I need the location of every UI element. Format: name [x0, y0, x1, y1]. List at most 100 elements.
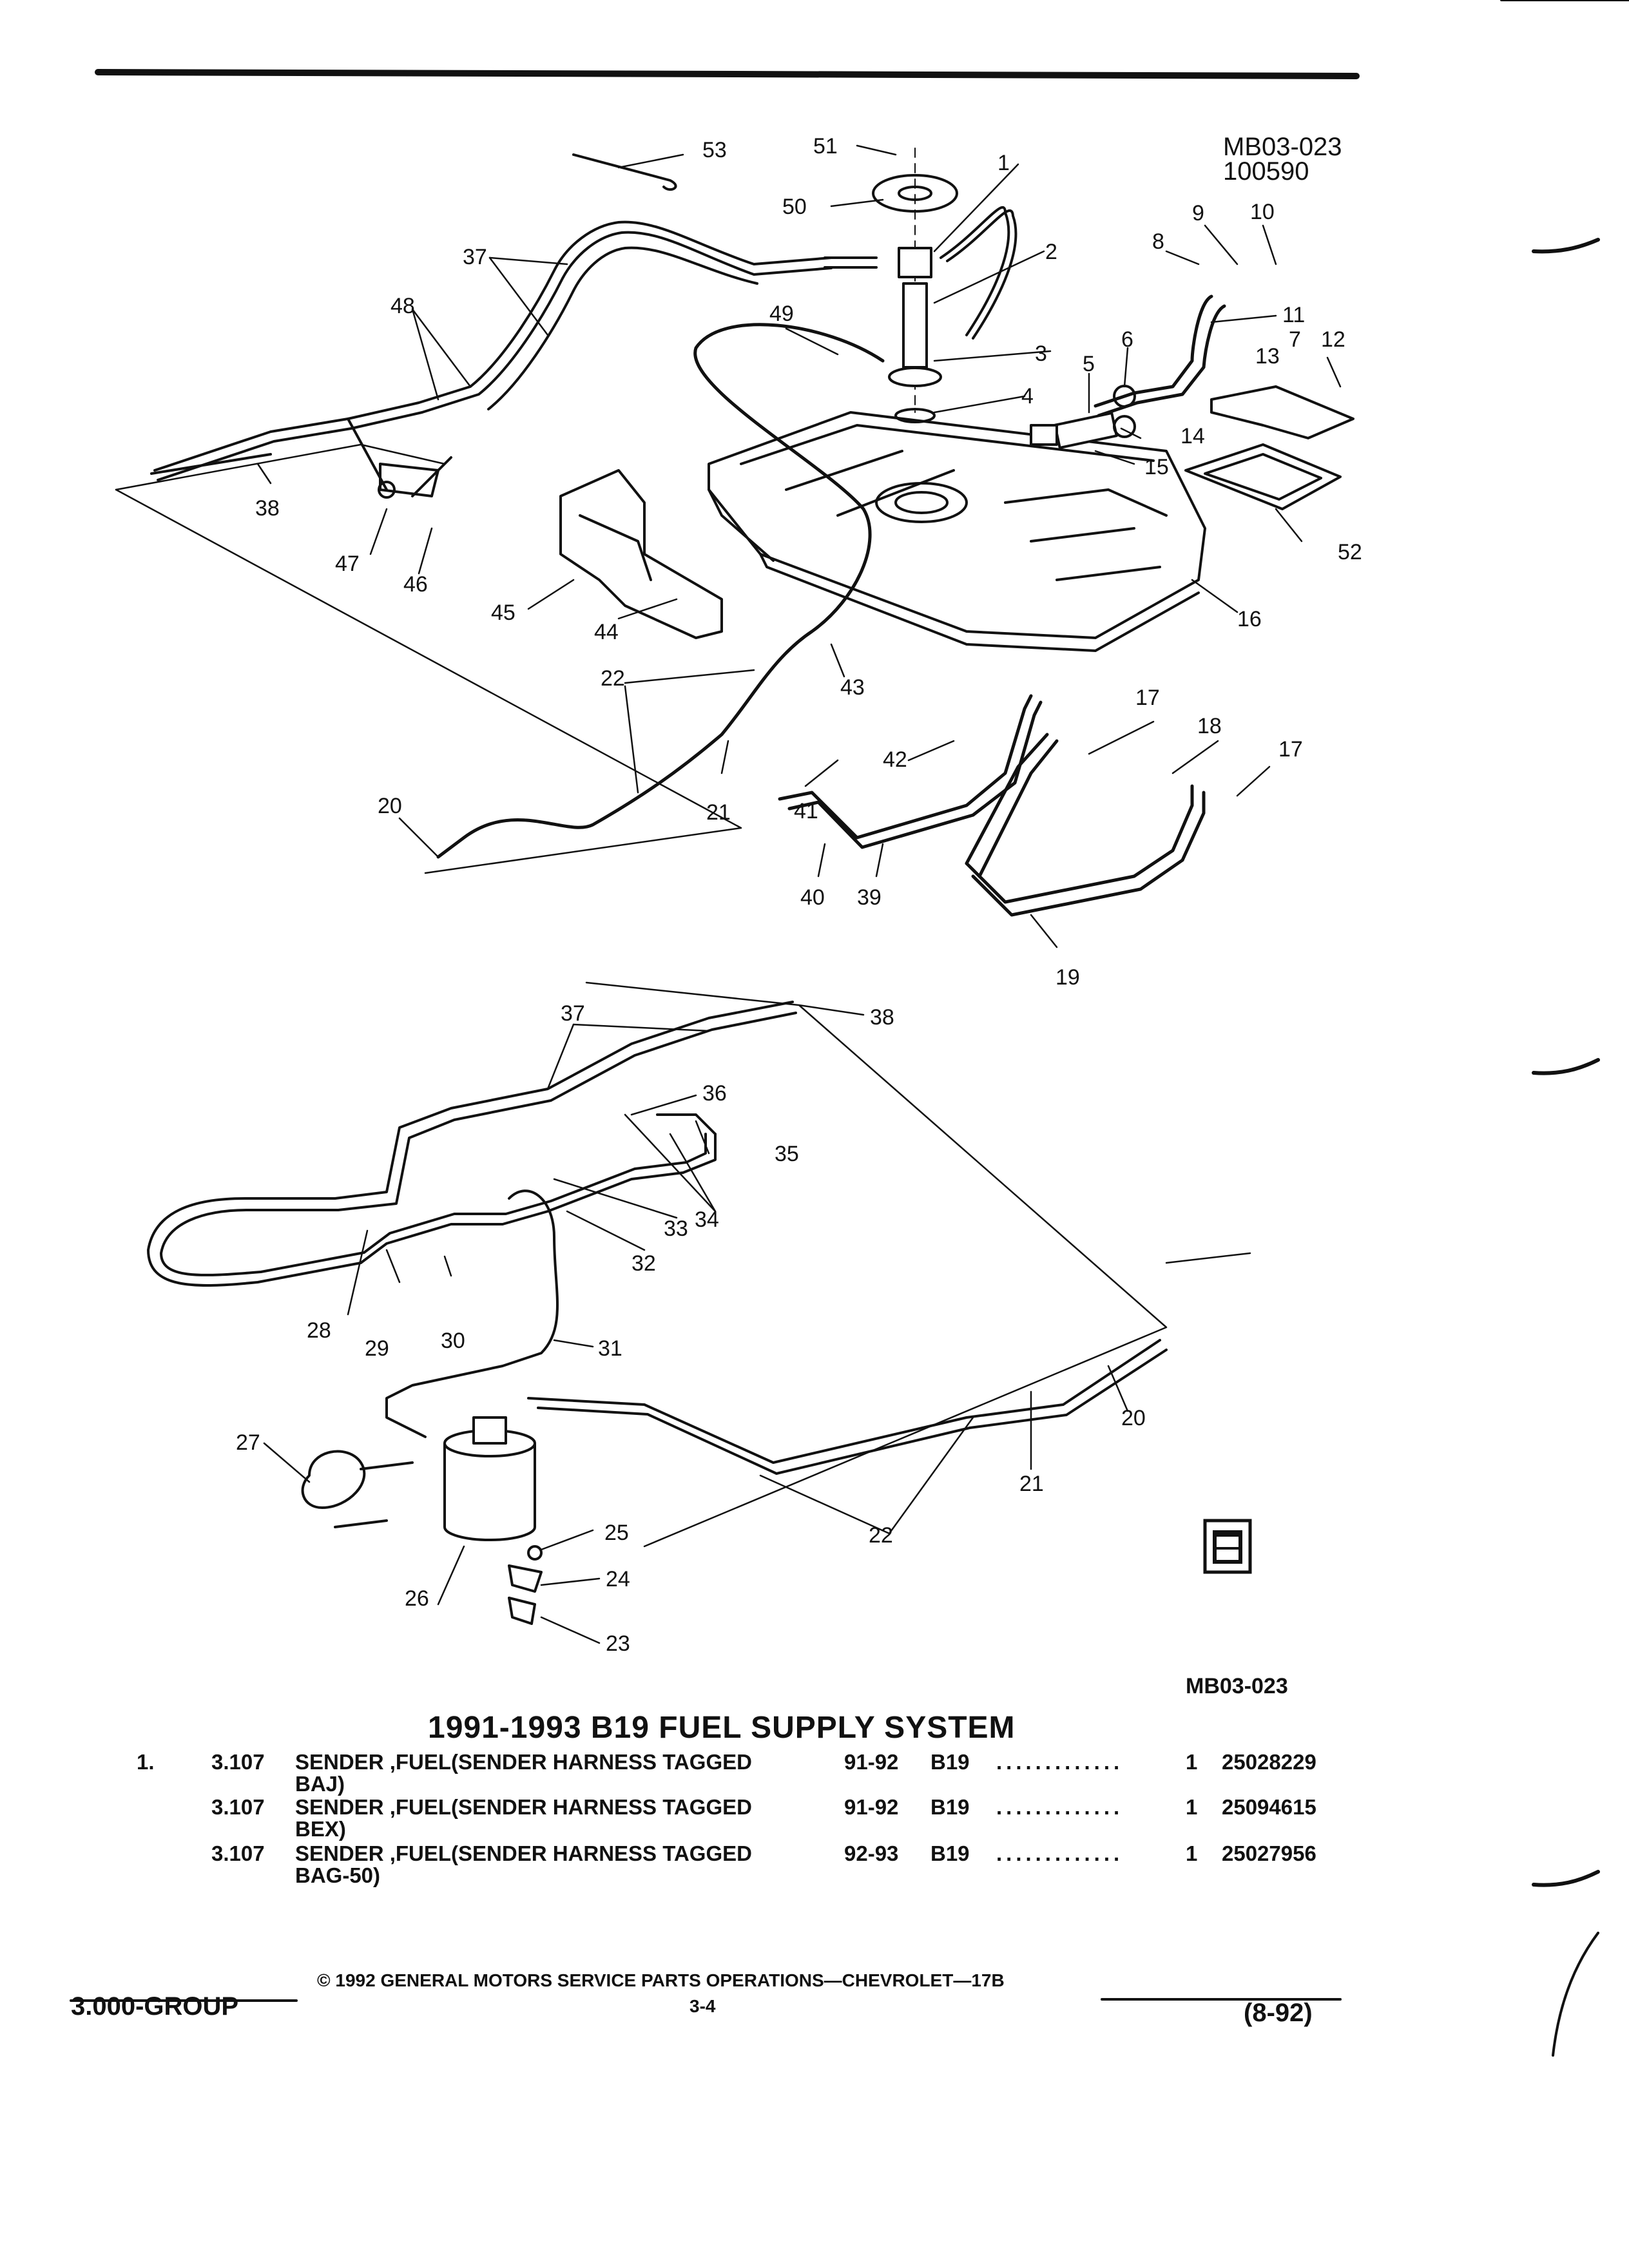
callout-label: 44 — [594, 620, 619, 644]
callout-label: 10 — [1250, 200, 1275, 224]
callout-label: 21 — [1019, 1472, 1044, 1496]
callout-label: 41 — [794, 799, 818, 823]
callout-label: 35 — [775, 1142, 799, 1166]
quantity: 1 — [1186, 1795, 1198, 1819]
heat-shield-44 — [559, 469, 723, 639]
callout-label: 5 — [1083, 352, 1095, 376]
clamp-27 — [301, 1450, 414, 1528]
part-description: SENDER ,FUEL(SENDER HARNESS TAGGED — [295, 1841, 752, 1865]
lower-view-outline — [585, 981, 1168, 1548]
fuel-filter-26 — [443, 1416, 536, 1541]
callout-label: 22 — [869, 1523, 893, 1548]
dot-leader: ............. — [996, 1795, 1124, 1819]
callout-label: 18 — [1197, 714, 1222, 738]
part-description: SENDER ,FUEL(SENDER HARNESS TAGGED — [295, 1795, 752, 1819]
callout-label: 33 — [664, 1216, 688, 1241]
callout-label: 26 — [405, 1586, 429, 1611]
callout-label: 9 — [1192, 201, 1204, 226]
ref-number: 3.107 — [211, 1795, 265, 1819]
fuel-sender-assembly — [824, 148, 1017, 423]
years: 91-92 — [844, 1795, 899, 1819]
parts-row: 1. 3.107 SENDER ,FUEL(SENDER HARNESS TAG… — [0, 1751, 1629, 1796]
callout-label: 16 — [1237, 607, 1262, 631]
section-title: 1991-1993 B19 FUEL SUPPLY SYSTEM — [428, 1711, 1016, 1745]
years: 91-92 — [844, 1750, 899, 1774]
quantity: 1 — [1186, 1841, 1198, 1865]
bracket-52 — [1184, 443, 1342, 510]
callout-label: 13 — [1255, 344, 1280, 369]
part-number: 25027956 — [1222, 1841, 1316, 1865]
callout-label: 4 — [1021, 384, 1034, 408]
ref-number: 3.107 — [211, 1841, 265, 1865]
callout-label: 38 — [255, 496, 280, 521]
revision-date: (8-92) — [1244, 1999, 1313, 2027]
model: B19 — [930, 1750, 970, 1774]
part-number: 25028229 — [1222, 1750, 1316, 1774]
upper-fuel-lines — [150, 220, 833, 481]
item-number: 1. — [137, 1750, 155, 1774]
callout-label: 20 — [1121, 1406, 1146, 1430]
lower-fuel-lines — [147, 1001, 1168, 1475]
callout-label: 42 — [883, 747, 907, 772]
callout-label: 11 — [1282, 303, 1306, 327]
parts-row: 3.107 SENDER ,FUEL(SENDER HARNESS TAGGED… — [0, 1796, 1629, 1841]
callout-label: 47 — [335, 552, 360, 576]
callout-label: 50 — [782, 195, 807, 219]
tank-strap-19 — [965, 733, 1206, 917]
callout-label: 2 — [1045, 240, 1057, 264]
vent-valves — [1030, 385, 1136, 449]
callout-label: 27 — [236, 1430, 260, 1455]
callout-label: 20 — [378, 794, 402, 818]
callout-label: 22 — [601, 666, 625, 691]
callout-label: 23 — [606, 1631, 630, 1656]
callout-label: 36 — [702, 1081, 727, 1106]
part-description-cont: BEX) — [295, 1817, 346, 1841]
callout-label: 51 — [813, 134, 838, 159]
callout-label: 40 — [800, 885, 825, 910]
dot-leader: ............. — [996, 1841, 1124, 1865]
hardware-23-24-25 — [508, 1545, 543, 1625]
callout-label: 53 — [702, 138, 727, 162]
callout-label: 43 — [840, 675, 865, 700]
callout-label: 24 — [606, 1567, 630, 1591]
tank-strap-39 — [778, 694, 1043, 849]
callout-label: 45 — [491, 601, 516, 625]
callout-label: 17 — [1135, 686, 1160, 710]
part-description-cont: BAG-50) — [295, 1863, 381, 1887]
dot-leader: ............. — [996, 1750, 1124, 1774]
model: B19 — [930, 1841, 970, 1865]
bracket-13 — [1210, 385, 1354, 439]
callout-label: 19 — [1055, 965, 1080, 990]
filler-pipe-11 — [1094, 294, 1226, 418]
diagram-code: MB03-023 — [1223, 133, 1342, 161]
callout-label: 28 — [307, 1318, 331, 1343]
callout-label: 37 — [561, 1001, 585, 1026]
callout-label: 29 — [365, 1336, 389, 1361]
part-number: 25094615 — [1222, 1795, 1316, 1819]
callout-label: 25 — [604, 1521, 629, 1545]
parts-row: 3.107 SENDER ,FUEL(SENDER HARNESS TAGGED… — [0, 1843, 1629, 1888]
group-label: 3.000-GROUP — [71, 1992, 239, 2021]
callout-label: 6 — [1121, 327, 1133, 352]
margin-mark — [1532, 238, 1600, 254]
gm-spo-logo — [1203, 1519, 1252, 1574]
callout-label: 34 — [695, 1207, 719, 1232]
callout-label: 21 — [706, 800, 731, 825]
callout-leaders — [256, 144, 1342, 1644]
callout-label: 14 — [1181, 424, 1205, 448]
callout-label: 46 — [403, 572, 428, 597]
callout-label: 49 — [769, 302, 794, 326]
part-description-cont: BAJ) — [295, 1772, 345, 1796]
figure-code: MB03-023 — [1186, 1674, 1288, 1698]
fuel-tank — [708, 411, 1206, 652]
upper-vapor-line — [436, 323, 885, 859]
hook-53 — [572, 153, 677, 191]
callout-label: 3 — [1035, 341, 1047, 366]
ref-number: 3.107 — [211, 1750, 265, 1774]
callout-label: 38 — [870, 1005, 894, 1030]
copyright-notice: © 1992 GENERAL MOTORS SERVICE PARTS OPER… — [317, 1970, 1005, 1990]
callout-label: 30 — [441, 1329, 465, 1353]
filter-47 — [347, 418, 452, 499]
callout-label: 15 — [1144, 455, 1169, 479]
callout-label: 1 — [998, 151, 1010, 175]
